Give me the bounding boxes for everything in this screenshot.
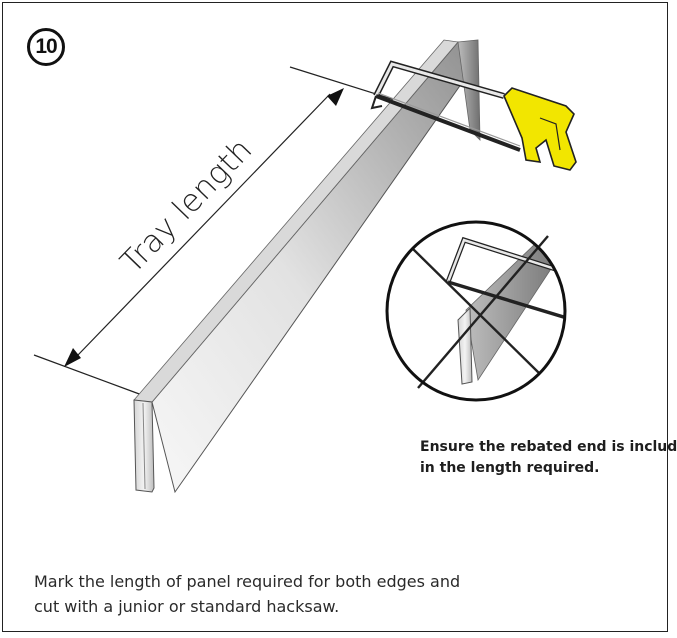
- incorrect-cut-inset: [385, 220, 567, 402]
- step-number-badge: 10: [27, 28, 65, 66]
- hacksaw-handle: [503, 87, 577, 171]
- note-line-2: in the length required.: [420, 460, 600, 476]
- instruction-line-1: Mark the length of panel required for bo…: [34, 572, 461, 591]
- dimension-arrow-bottom: [64, 348, 81, 367]
- step-number: 10: [35, 35, 57, 58]
- upright-panel: [457, 39, 481, 141]
- step-instruction-text: Mark the length of panel required for bo…: [34, 569, 654, 619]
- hacksaw-cutting-illustration: Tray length: [33, 39, 577, 494]
- instruction-line-2: cut with a junior or standard hacksaw.: [34, 597, 340, 616]
- tray-length-label: Tray length: [114, 132, 259, 281]
- hacksaw: [370, 60, 521, 152]
- rebated-end-note: Ensure the rebated end is included in th…: [420, 437, 677, 479]
- note-line-1: Ensure the rebated end is included: [420, 439, 677, 455]
- cross-out-line-1: [411, 247, 541, 375]
- cross-out-line-2: [417, 235, 549, 389]
- dimension-arrow-top: [327, 88, 344, 106]
